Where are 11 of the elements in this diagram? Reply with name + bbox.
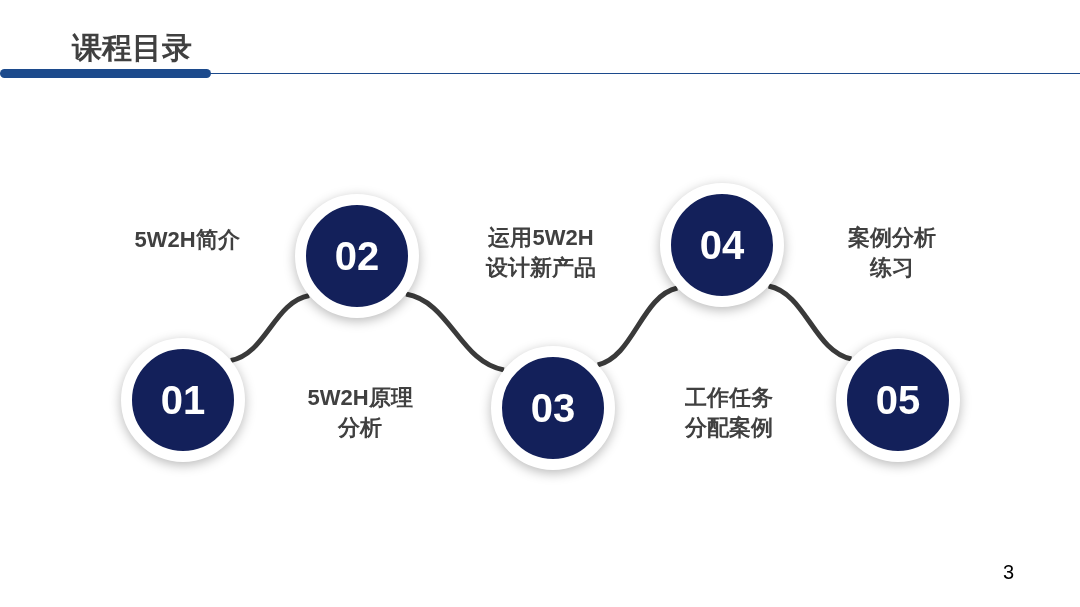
topic-label: 案例分析练习 xyxy=(847,224,937,282)
connector-line xyxy=(405,291,505,373)
topic-label: 运用5W2H设计新产品 xyxy=(484,224,597,282)
connector-line xyxy=(230,293,310,363)
topic-label: 工作任务分配案例 xyxy=(684,384,774,442)
page-number: 3 xyxy=(1002,561,1014,584)
topic-label: 5W2H简介 xyxy=(133,226,241,254)
connector-line xyxy=(767,283,853,362)
connector-line xyxy=(596,285,679,368)
title: 课程目录 xyxy=(72,29,192,67)
topic-label: 5W2H原理分析 xyxy=(306,384,414,442)
